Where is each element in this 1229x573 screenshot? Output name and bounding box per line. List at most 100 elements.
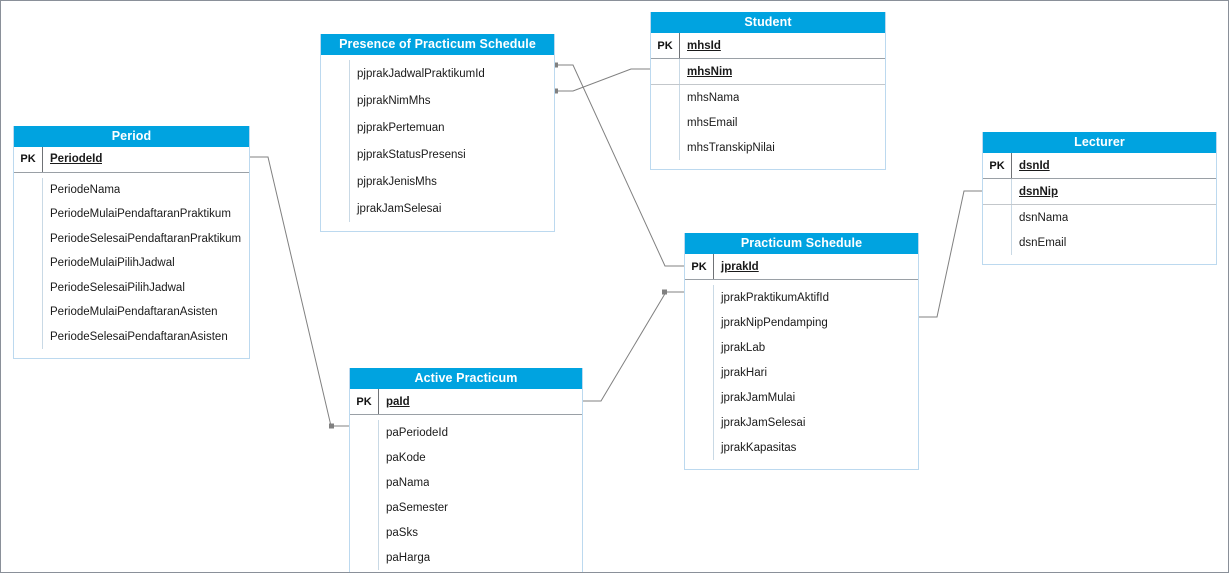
attribute-name: paId [386, 395, 410, 408]
table-row[interactable]: pjprakStatusPresensi [321, 141, 554, 168]
table-row[interactable]: PeriodeNama [14, 177, 249, 203]
table-row-primary-key[interactable]: PK mhsId [651, 33, 885, 59]
attribute-name: paSks [386, 526, 418, 539]
entity-title-student: Student [651, 12, 885, 33]
table-row[interactable]: PeriodeSelesaiPendaftaranAsisten [14, 324, 249, 350]
entity-title-presence: Presence of Practicum Schedule [321, 34, 554, 55]
attribute-name: PeriodeId [50, 153, 103, 166]
attribute-name: jprakJamMulai [721, 391, 796, 404]
connector-active-practicum [583, 291, 684, 402]
connector-practicum-lecturer [919, 190, 982, 318]
table-row[interactable]: jprakPraktikumAktifId [685, 285, 918, 310]
key-label: PK [691, 260, 707, 273]
table-row[interactable]: paPeriodeId [350, 420, 582, 445]
entity-rows-lecturer: PK dsnId dsnNip dsnNama dsnEmail [983, 153, 1216, 264]
attribute-name: mhsTranskipNilai [687, 141, 775, 154]
attribute-name: dsnEmail [1019, 236, 1067, 249]
table-row-primary-key[interactable]: PK paId [350, 389, 582, 415]
row-spacer [14, 349, 249, 358]
entity-rows-practicum-schedule: PK jprakId jprakPraktikumAktifId jprakNi… [685, 254, 918, 469]
attribute-name: PeriodeSelesaiPendaftaranAsisten [50, 330, 228, 343]
attribute-name: mhsId [687, 39, 721, 52]
attribute-name: paPeriodeId [386, 426, 449, 439]
table-row[interactable]: PeriodeMulaiPendaftaranAsisten [14, 300, 249, 325]
entity-period[interactable]: Period PK PeriodeId PeriodeNama PeriodeM… [13, 126, 250, 359]
attribute-name: PeriodeMulaiPilihJadwal [50, 257, 175, 270]
attribute-name: dsnNama [1019, 211, 1069, 224]
attribute-name: PeriodeMulaiPendaftaranPraktikum [50, 208, 231, 221]
attribute-name: paSemester [386, 501, 449, 514]
table-row[interactable]: jprakJamMulai [685, 385, 918, 410]
table-row[interactable]: jprakJamSelesai [685, 410, 918, 435]
table-row[interactable]: paHarga [350, 545, 582, 570]
attribute-name: pjprakStatusPresensi [357, 148, 466, 161]
row-spacer [321, 222, 554, 231]
table-row[interactable]: jprakNipPendamping [685, 310, 918, 335]
row-spacer [651, 160, 885, 169]
key-label: PK [657, 39, 673, 52]
entity-title-period: Period [14, 126, 249, 147]
entity-rows-period: PK PeriodeId PeriodeNama PeriodeMulaiPen… [14, 147, 249, 358]
attribute-name: PeriodeMulaiPendaftaranAsisten [50, 306, 218, 319]
key-label: PK [20, 153, 36, 166]
entity-rows-presence: pjprakJadwalPraktikumId pjprakNimMhs pjp… [321, 55, 554, 231]
table-row[interactable]: pjprakPertemuan [321, 114, 554, 141]
table-row[interactable]: pjprakJadwalPraktikumId [321, 60, 554, 87]
table-row[interactable]: PeriodeSelesaiPendaftaranPraktikum [14, 226, 249, 252]
row-spacer [685, 460, 918, 469]
attribute-name: jprakHari [721, 366, 768, 379]
row-spacer [983, 255, 1216, 264]
attribute-name: dsnNip [1019, 185, 1058, 198]
table-row[interactable]: jprakHari [685, 360, 918, 385]
attribute-name: PeriodeSelesaiPilihJadwal [50, 281, 185, 294]
table-row[interactable]: pjprakNimMhs [321, 87, 554, 114]
table-row[interactable]: paSks [350, 520, 582, 545]
attribute-name: dsnId [1019, 159, 1050, 172]
table-row[interactable]: PeriodeMulaiPilihJadwal [14, 251, 249, 276]
attribute-name: jprakJamSelesai [721, 416, 806, 429]
attribute-name: PeriodeNama [50, 183, 121, 196]
entity-active-practicum[interactable]: Active Practicum PK paId paPeriodeId paK… [349, 368, 583, 572]
attribute-name: jprakNipPendamping [721, 316, 828, 329]
attribute-name: pjprakPertemuan [357, 121, 445, 134]
entity-rows-active-practicum: PK paId paPeriodeId paKode paNama paSeme… [350, 389, 582, 572]
attribute-name: mhsNim [687, 65, 733, 78]
entity-lecturer[interactable]: Lecturer PK dsnId dsnNip dsnNama dsnEmai… [982, 132, 1217, 265]
attribute-name: pjprakNimMhs [357, 94, 431, 107]
table-row[interactable]: pjprakJenisMhs [321, 168, 554, 195]
attribute-name: jprakJamSelesai [357, 202, 442, 215]
entity-presence-of-practicum-schedule[interactable]: Presence of Practicum Schedule pjprakJad… [320, 34, 555, 232]
attribute-name: jprakLab [721, 341, 766, 354]
attribute-name: pjprakJenisMhs [357, 175, 437, 188]
attribute-name: mhsNama [687, 91, 740, 104]
table-row[interactable]: jprakLab [685, 335, 918, 360]
table-row-primary-key[interactable]: PK jprakId [685, 254, 918, 280]
entity-title-practicum-schedule: Practicum Schedule [685, 233, 918, 254]
table-row[interactable]: jprakJamSelesai [321, 195, 554, 222]
table-row[interactable]: paSemester [350, 495, 582, 520]
table-row[interactable]: PeriodeSelesaiPilihJadwal [14, 275, 249, 301]
table-row[interactable]: mhsTranskipNilai [651, 135, 885, 160]
table-row[interactable]: mhsNama [651, 85, 885, 110]
entity-rows-student: PK mhsId mhsNim mhsNama mhsEmail mhsTran… [651, 33, 885, 169]
table-row-primary-key[interactable]: PK PeriodeId [14, 147, 249, 173]
table-row[interactable]: paNama [350, 470, 582, 495]
key-label: PK [989, 159, 1005, 172]
table-row[interactable]: mhsEmail [651, 110, 885, 135]
table-row[interactable]: dsnEmail [983, 230, 1216, 255]
table-row[interactable]: paKode [350, 445, 582, 470]
table-row[interactable]: dsnNama [983, 205, 1216, 230]
table-row[interactable]: PeriodeMulaiPendaftaranPraktikum [14, 202, 249, 227]
table-row-unique-key[interactable]: dsnNip [983, 179, 1216, 205]
table-row[interactable]: jprakKapasitas [685, 435, 918, 460]
attribute-name: jprakKapasitas [721, 441, 797, 454]
attribute-name: jprakPraktikumAktifId [721, 291, 830, 304]
connector-endpoint [329, 423, 334, 429]
attribute-name: paKode [386, 451, 426, 464]
attribute-name: mhsEmail [687, 116, 738, 129]
table-row-unique-key[interactable]: mhsNim [651, 59, 885, 85]
entity-student[interactable]: Student PK mhsId mhsNim mhsNama mhsEmail… [650, 12, 886, 170]
connector-endpoint [662, 289, 667, 295]
table-row-primary-key[interactable]: PK dsnId [983, 153, 1216, 179]
entity-practicum-schedule[interactable]: Practicum Schedule PK jprakId jprakPrakt… [684, 233, 919, 470]
